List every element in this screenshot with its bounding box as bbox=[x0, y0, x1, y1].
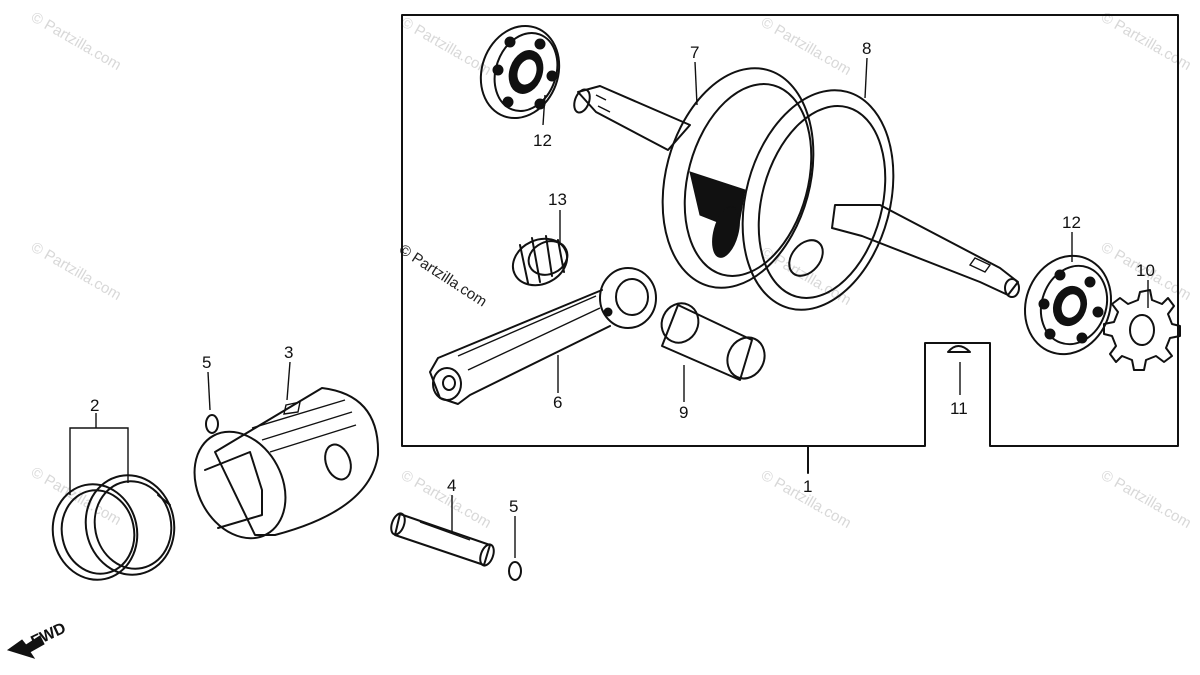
leader-line-3 bbox=[286, 361, 291, 401]
piston-pin bbox=[390, 512, 495, 567]
watermark-text: © Partzilla.com bbox=[28, 239, 124, 304]
callout-5-lower: 5 bbox=[509, 497, 518, 516]
forward-label: FWD bbox=[29, 620, 69, 651]
callout-9: 9 bbox=[679, 403, 688, 422]
piston bbox=[193, 387, 380, 540]
watermark-text: © Partzilla.com bbox=[758, 14, 854, 79]
callout-7: 7 bbox=[690, 43, 699, 62]
sprocket-gear bbox=[1103, 289, 1181, 371]
crank-pin bbox=[660, 302, 766, 381]
callout-1: 1 bbox=[803, 477, 812, 496]
callout-13: 13 bbox=[548, 190, 567, 209]
callout-8: 8 bbox=[862, 39, 871, 58]
forward-arrow-icon bbox=[6, 635, 45, 659]
ball-bearing-upper bbox=[479, 24, 561, 120]
callout-6: 6 bbox=[553, 393, 562, 412]
watermark-text: © Partzilla.com bbox=[28, 9, 124, 74]
leader-line-2 bbox=[69, 413, 129, 495]
callout-10: 10 bbox=[1136, 261, 1155, 280]
callout-2: 2 bbox=[90, 396, 99, 415]
leader-line-5a bbox=[207, 371, 211, 411]
callout-12-right: 12 bbox=[1062, 213, 1081, 232]
callout-4: 4 bbox=[447, 476, 456, 495]
watermark-center-text: © Partzilla.com bbox=[396, 241, 490, 310]
watermark-text: © Partzilla.com bbox=[1098, 467, 1194, 532]
woodruff-key bbox=[947, 345, 971, 353]
forward-direction-indicator: FWD bbox=[6, 620, 69, 659]
piston-pin-clip-lower bbox=[508, 561, 522, 581]
needle-bearing bbox=[511, 235, 569, 287]
crankshaft bbox=[573, 67, 1020, 311]
watermark-text: © Partzilla.com bbox=[1098, 9, 1194, 74]
callout-5-upper: 5 bbox=[202, 353, 211, 372]
piston-pin-clip-upper bbox=[205, 414, 219, 434]
assembly-bracket bbox=[401, 14, 1179, 447]
ball-bearing-right bbox=[1023, 254, 1113, 356]
watermarks: © Partzilla.com © Partzilla.com © Partzi… bbox=[28, 9, 1194, 532]
watermark-text: © Partzilla.com bbox=[398, 14, 494, 79]
leader-line-7 bbox=[694, 61, 698, 106]
callout-12-upper: 12 bbox=[533, 131, 552, 150]
callout-11: 11 bbox=[950, 399, 968, 418]
leader-line-12a bbox=[542, 94, 546, 126]
callout-numbers: 1 2 3 4 5 5 6 7 8 9 10 11 12 12 13 bbox=[90, 39, 1155, 516]
leader-line-8 bbox=[864, 57, 868, 99]
connecting-rod bbox=[429, 267, 657, 405]
callout-3: 3 bbox=[284, 343, 293, 362]
piston-rings bbox=[51, 474, 176, 581]
